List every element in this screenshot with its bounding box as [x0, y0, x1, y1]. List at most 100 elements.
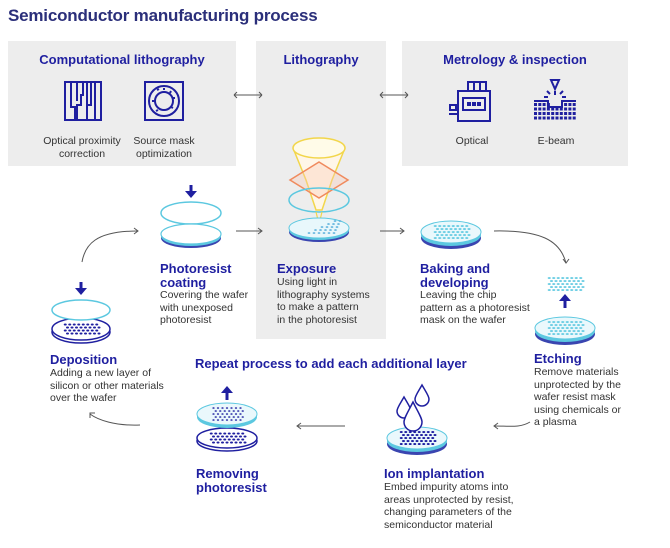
pattern-dot — [237, 410, 240, 412]
pattern-dot — [406, 440, 410, 442]
pattern-dot — [216, 419, 220, 421]
pattern-dot — [456, 225, 460, 227]
grid-cell — [542, 112, 546, 115]
pattern-dot — [567, 324, 572, 326]
pattern-dot — [574, 327, 578, 329]
pattern-dot — [314, 229, 317, 231]
pattern-dot — [579, 289, 583, 291]
pattern-dot — [239, 441, 242, 444]
pattern-dot — [230, 419, 233, 421]
pattern-dot — [413, 437, 417, 439]
pattern-dot — [417, 437, 421, 439]
pattern-dot — [234, 413, 238, 415]
pattern-dot — [458, 234, 462, 236]
pattern-dot — [579, 321, 583, 323]
pattern-dot — [574, 321, 578, 323]
pattern-dot — [565, 327, 569, 329]
pattern-dot — [338, 220, 342, 222]
grid-cell — [546, 103, 550, 106]
pattern-dot — [232, 438, 236, 441]
pattern-dot — [81, 329, 85, 332]
pattern-dot — [549, 280, 554, 282]
grid-cell — [534, 116, 537, 120]
metrology-inspection-panel: Metrology & inspection Optical E-beam — [402, 41, 628, 166]
pattern-dot — [411, 440, 414, 442]
pattern-dot — [460, 225, 464, 227]
pattern-dot — [225, 407, 229, 409]
optical-proximity-correction-icon — [64, 81, 102, 121]
pattern-dot — [552, 327, 556, 329]
pattern-dot — [431, 437, 435, 439]
pattern-dot — [424, 434, 428, 436]
pattern-dot — [399, 431, 403, 433]
pattern-dot — [415, 434, 419, 436]
pattern-dot — [216, 407, 220, 409]
pattern-dot — [234, 435, 238, 438]
pattern-dot — [565, 289, 569, 291]
pattern-dot — [549, 286, 554, 288]
e-beam-inspection-icon — [534, 79, 576, 120]
pattern-dot — [237, 416, 240, 418]
pattern-dot — [212, 419, 215, 421]
pattern-dot — [317, 232, 321, 234]
pattern-dot — [411, 434, 414, 436]
pattern-dot — [230, 435, 233, 438]
pattern-dot — [408, 437, 412, 439]
pattern-dot — [329, 229, 332, 231]
pattern-dot — [228, 410, 231, 412]
deposition-illustration — [51, 282, 111, 344]
pattern-dot — [81, 323, 85, 326]
pattern-dot — [429, 434, 432, 436]
grid-cell — [551, 112, 555, 115]
pattern-dot — [574, 277, 578, 279]
pattern-dot — [417, 431, 421, 433]
optical-proximity-correction-label: Optical proximity correction — [43, 135, 121, 160]
pattern-dot — [236, 432, 240, 435]
exposure-illustration — [288, 137, 350, 242]
pattern-dot — [467, 228, 471, 230]
pattern-dot — [438, 237, 442, 239]
pattern-dot — [322, 232, 326, 234]
pattern-dot — [221, 441, 224, 444]
pattern-dot — [561, 283, 565, 285]
pattern-dot — [221, 407, 224, 409]
pattern-dot — [66, 326, 69, 329]
pattern-dot — [332, 232, 336, 234]
pattern-dot — [234, 419, 238, 421]
pattern-dot — [214, 438, 218, 441]
pattern-dot — [426, 437, 430, 439]
pattern-dot — [79, 326, 83, 329]
pattern-dot — [63, 329, 67, 332]
pattern-dot — [399, 443, 403, 445]
pattern-dot — [239, 435, 242, 438]
grid-cell — [568, 116, 572, 120]
pattern-dot — [84, 332, 87, 335]
pattern-dot — [212, 407, 215, 409]
pattern-dot — [435, 234, 440, 236]
pattern-dot — [97, 332, 101, 335]
pattern-dot — [440, 228, 444, 230]
pattern-dot — [572, 330, 576, 332]
pattern-dot — [95, 323, 99, 326]
pattern-dot — [307, 232, 311, 234]
pattern-dot — [221, 413, 224, 415]
pattern-dot — [431, 443, 435, 445]
pattern-dot — [429, 440, 432, 442]
pattern-dot — [214, 416, 217, 418]
pattern-dot — [243, 435, 247, 438]
pattern-dot — [426, 431, 430, 433]
pattern-dot — [413, 443, 417, 445]
pattern-dot — [547, 289, 551, 291]
pattern-dot — [467, 234, 471, 236]
grid-cell — [551, 116, 555, 120]
pattern-dot — [230, 441, 233, 444]
ion-implantation-illustration — [386, 383, 448, 455]
pattern-dot — [547, 327, 551, 329]
pattern-dot — [324, 229, 327, 231]
pattern-dot — [422, 437, 426, 439]
